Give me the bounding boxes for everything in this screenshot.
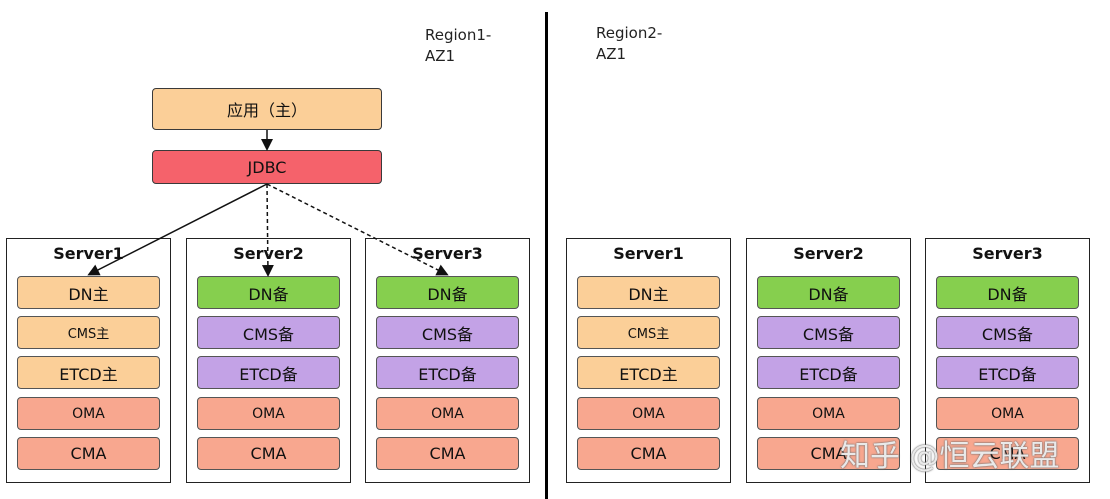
server-title: Server3 [972, 244, 1043, 263]
jdbc-to-server1-arrow [87, 183, 268, 276]
cms-primary: CMS主 [17, 316, 160, 349]
dn-primary: DN主 [577, 276, 720, 309]
oma-agent: OMA [17, 397, 160, 430]
etcd-standby: ETCD备 [376, 356, 519, 389]
etcd-standby: ETCD备 [197, 356, 340, 389]
region1-server2: Server2 DN备 CMS备 ETCD备 OMA CMA [186, 238, 351, 483]
jdbc-to-server3-arrow [266, 183, 449, 276]
cms-standby: CMS备 [376, 316, 519, 349]
cms-standby: CMS备 [757, 316, 900, 349]
cma-agent: CMA [757, 437, 900, 470]
server-title: Server1 [53, 244, 124, 263]
region2-server2: Server2 DN备 CMS备 ETCD备 OMA CMA [746, 238, 911, 483]
region2-label-line2: AZ1 [596, 45, 627, 63]
etcd-primary: ETCD主 [17, 356, 160, 389]
region1-server3: Server3 DN备 CMS备 ETCD备 OMA CMA [365, 238, 530, 483]
region2-server1: Server1 DN主 CMS主 ETCD主 OMA CMA [566, 238, 731, 483]
region1-server1: Server1 DN主 CMS主 ETCD主 OMA CMA [6, 238, 171, 483]
region1-label: Region1- AZ1 [425, 25, 491, 67]
region2-label: Region2- AZ1 [596, 23, 662, 65]
region1-label-line2: AZ1 [425, 47, 456, 65]
server-title: Server3 [412, 244, 483, 263]
cma-agent: CMA [577, 437, 720, 470]
oma-agent: OMA [376, 397, 519, 430]
cma-agent: CMA [197, 437, 340, 470]
etcd-standby: ETCD备 [757, 356, 900, 389]
region2-label-line1: Region2- [596, 24, 663, 42]
oma-agent: OMA [936, 397, 1079, 430]
watermark: 知乎 @恒云联盟 [840, 439, 1060, 474]
server-title: Server2 [793, 244, 864, 263]
server-title: Server1 [613, 244, 684, 263]
dn-standby: DN备 [757, 276, 900, 309]
cms-primary: CMS主 [577, 316, 720, 349]
oma-agent: OMA [197, 397, 340, 430]
etcd-standby: ETCD备 [936, 356, 1079, 389]
app-primary-box: 应用（主） [152, 88, 382, 130]
server-title: Server2 [233, 244, 304, 263]
cms-standby: CMS备 [936, 316, 1079, 349]
jdbc-to-server2-arrow [261, 183, 274, 277]
oma-agent: OMA [757, 397, 900, 430]
app-primary-label: 应用（主） [226, 101, 307, 120]
dn-standby: DN备 [376, 276, 519, 309]
dn-primary: DN主 [17, 276, 160, 309]
cma-agent: CMA [936, 437, 1079, 470]
etcd-primary: ETCD主 [577, 356, 720, 389]
cma-agent: CMA [376, 437, 519, 470]
cms-standby: CMS备 [197, 316, 340, 349]
dn-standby: DN备 [936, 276, 1079, 309]
region2-server3: Server3 DN备 CMS备 ETCD备 OMA CMA [925, 238, 1090, 483]
region-divider [545, 12, 548, 499]
jdbc-box: JDBC [152, 150, 382, 184]
region1-label-line1: Region1- [425, 26, 492, 44]
cma-agent: CMA [17, 437, 160, 470]
oma-agent: OMA [577, 397, 720, 430]
jdbc-label: JDBC [247, 157, 287, 177]
